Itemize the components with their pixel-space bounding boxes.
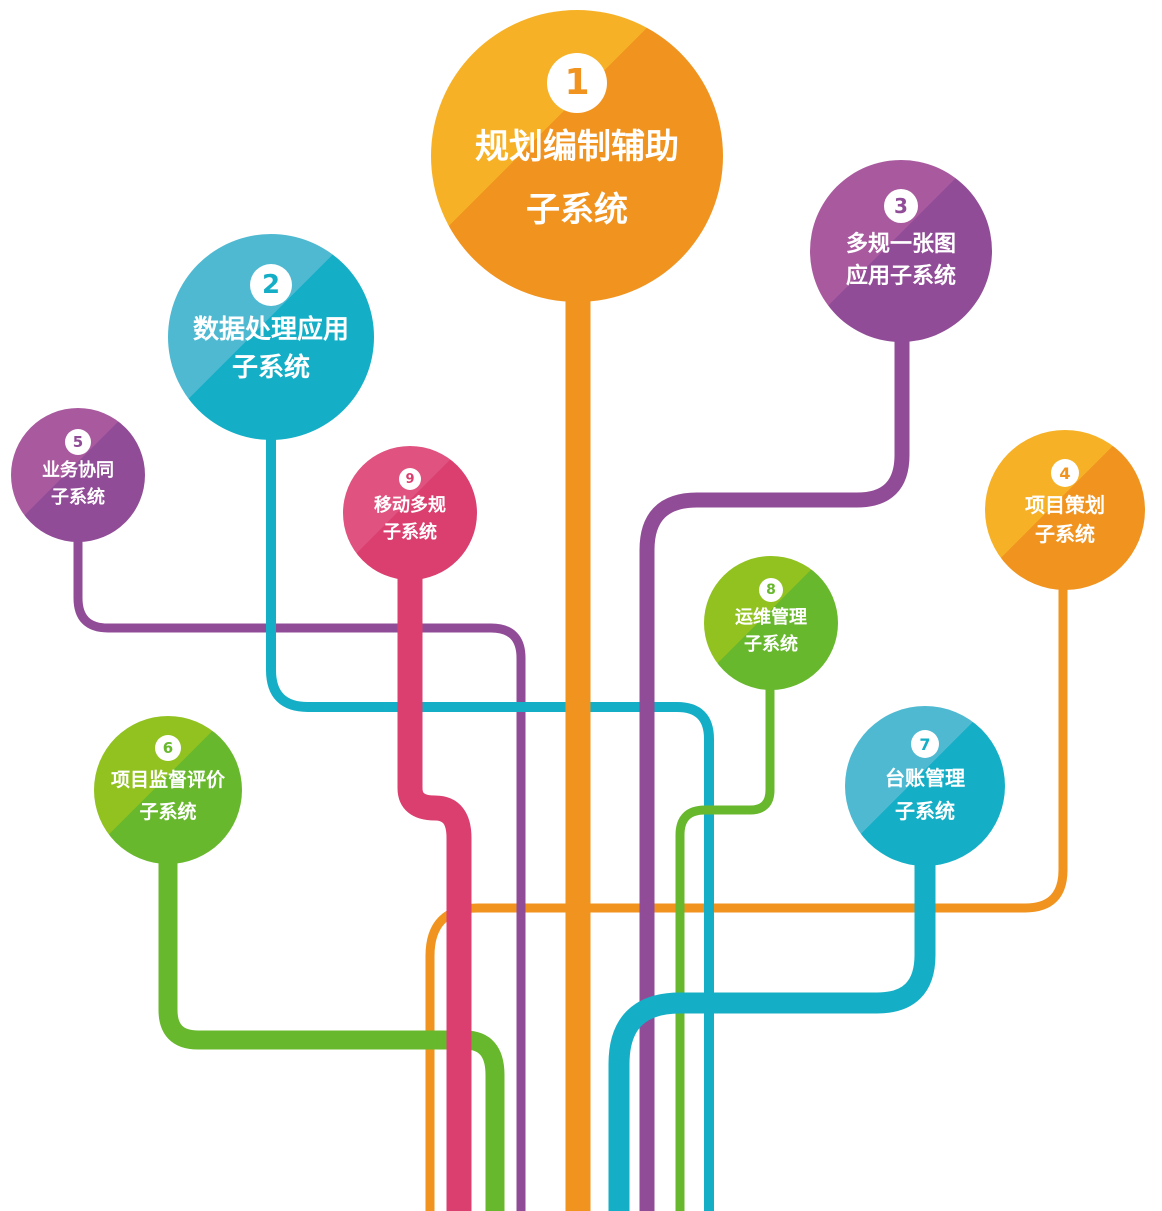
node-1-label-line2: 子系统	[526, 190, 628, 230]
node-1-label-line1: 规划编制辅助	[475, 126, 679, 167]
node-7-number-badge: 7	[911, 730, 939, 758]
connector-6	[158, 860, 505, 1211]
node-1-planning-subsystem: 1 规划编制辅助 子系统	[431, 10, 723, 302]
node-4-label-line2: 子系统	[1035, 522, 1095, 546]
node-7-ledger-management-subsystem: 7 台账管理 子系统	[845, 706, 1005, 866]
node-9-label-line2: 子系统	[383, 521, 437, 543]
node-9-number-badge: 9	[399, 468, 421, 491]
connector-3	[639, 335, 910, 1211]
node-6-label-line1: 项目监督评价	[110, 769, 225, 792]
connector-8	[675, 680, 775, 1211]
node-3-number-badge: 3	[884, 189, 918, 224]
node-2-data-processing-subsystem: 2 数据处理应用 子系统	[168, 234, 374, 440]
node-5-number-badge: 5	[65, 429, 91, 456]
connector-5	[73, 540, 526, 1211]
node-6-number-badge: 6	[155, 735, 181, 762]
node-9-mobile-multi-plan-subsystem: 9 移动多规 子系统	[343, 446, 477, 580]
connector-9	[397, 575, 472, 1211]
node-8-label-line1: 运维管理	[735, 607, 807, 629]
node-3-multi-plan-map-subsystem: 3 多规一张图 应用子系统	[810, 160, 992, 342]
node-8-label-line2: 子系统	[744, 633, 798, 655]
node-2-label-line1: 数据处理应用	[192, 315, 349, 346]
node-5-business-collab-subsystem: 5 业务协同 子系统	[11, 408, 145, 542]
node-4-label-line1: 项目策划	[1025, 493, 1105, 517]
node-5-label-line2: 子系统	[51, 486, 105, 508]
node-8-number-badge: 8	[759, 578, 783, 603]
node-9-label-line1: 移动多规	[374, 495, 446, 517]
node-4-number-badge: 4	[1051, 459, 1079, 487]
connector-7	[608, 860, 936, 1211]
connector-2	[266, 430, 714, 1211]
node-6-label-line2: 子系统	[139, 801, 197, 823]
node-3-label-line2: 应用子系统	[845, 264, 956, 289]
node-4-project-planning-subsystem: 4 项目策划 子系统	[985, 430, 1145, 590]
node-7-label-line1: 台账管理	[885, 766, 965, 790]
node-5-label-line1: 业务协同	[42, 460, 114, 482]
node-3-label-line1: 多规一张图	[845, 232, 956, 258]
node-2-label-line2: 子系统	[231, 353, 310, 383]
node-8-ops-management-subsystem: 8 运维管理 子系统	[704, 556, 838, 690]
connector-4	[425, 580, 1068, 1211]
node-1-number-badge: 1	[547, 52, 607, 113]
node-2-number-badge: 2	[250, 264, 292, 307]
node-6-project-supervision-subsystem: 6 项目监督评价 子系统	[94, 716, 242, 864]
node-7-label-line2: 子系统	[895, 799, 955, 823]
